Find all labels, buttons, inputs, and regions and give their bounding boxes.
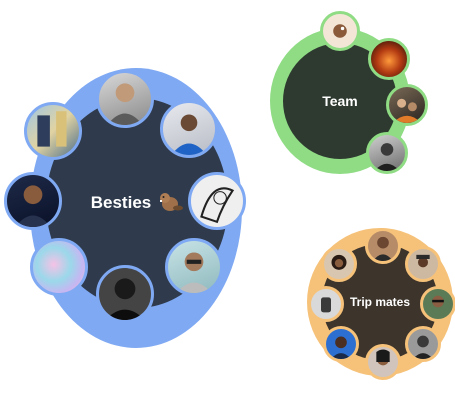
- man-hat-avatar[interactable]: [405, 246, 441, 282]
- sketch-drawing-avatar[interactable]: [188, 172, 246, 230]
- fire-scene-avatar[interactable]: [368, 38, 410, 80]
- fist-avatar[interactable]: [308, 286, 344, 322]
- man-bw-portrait-avatar[interactable]: [96, 265, 154, 323]
- man-grey-shirt-avatar[interactable]: [96, 70, 154, 128]
- man-headphones-avatar[interactable]: [323, 326, 359, 362]
- woman-curly-hair-avatar[interactable]: [321, 246, 357, 282]
- woman-glasses-avatar[interactable]: [165, 238, 223, 296]
- street-art-avatar[interactable]: [24, 102, 82, 160]
- bw-woman-avatar[interactable]: [366, 132, 408, 174]
- besties-label: Besties: [90, 193, 152, 212]
- man-suit-avatar[interactable]: [4, 172, 62, 230]
- man-shades-avatar[interactable]: [420, 286, 455, 322]
- trip-mates-label: Trip mates: [349, 295, 411, 309]
- team-label: Team: [322, 93, 358, 109]
- crowd-avatar[interactable]: [386, 84, 428, 126]
- swirl-art-avatar[interactable]: [30, 238, 88, 296]
- man-beard-bw-avatar[interactable]: [405, 326, 441, 362]
- beaver-icon: [157, 189, 184, 218]
- hand-drawn-avatar[interactable]: [320, 11, 360, 51]
- man-blue-hoodie-avatar[interactable]: [160, 100, 218, 158]
- woman-smile-avatar[interactable]: [365, 344, 401, 380]
- man-bearded-avatar[interactable]: [365, 228, 401, 264]
